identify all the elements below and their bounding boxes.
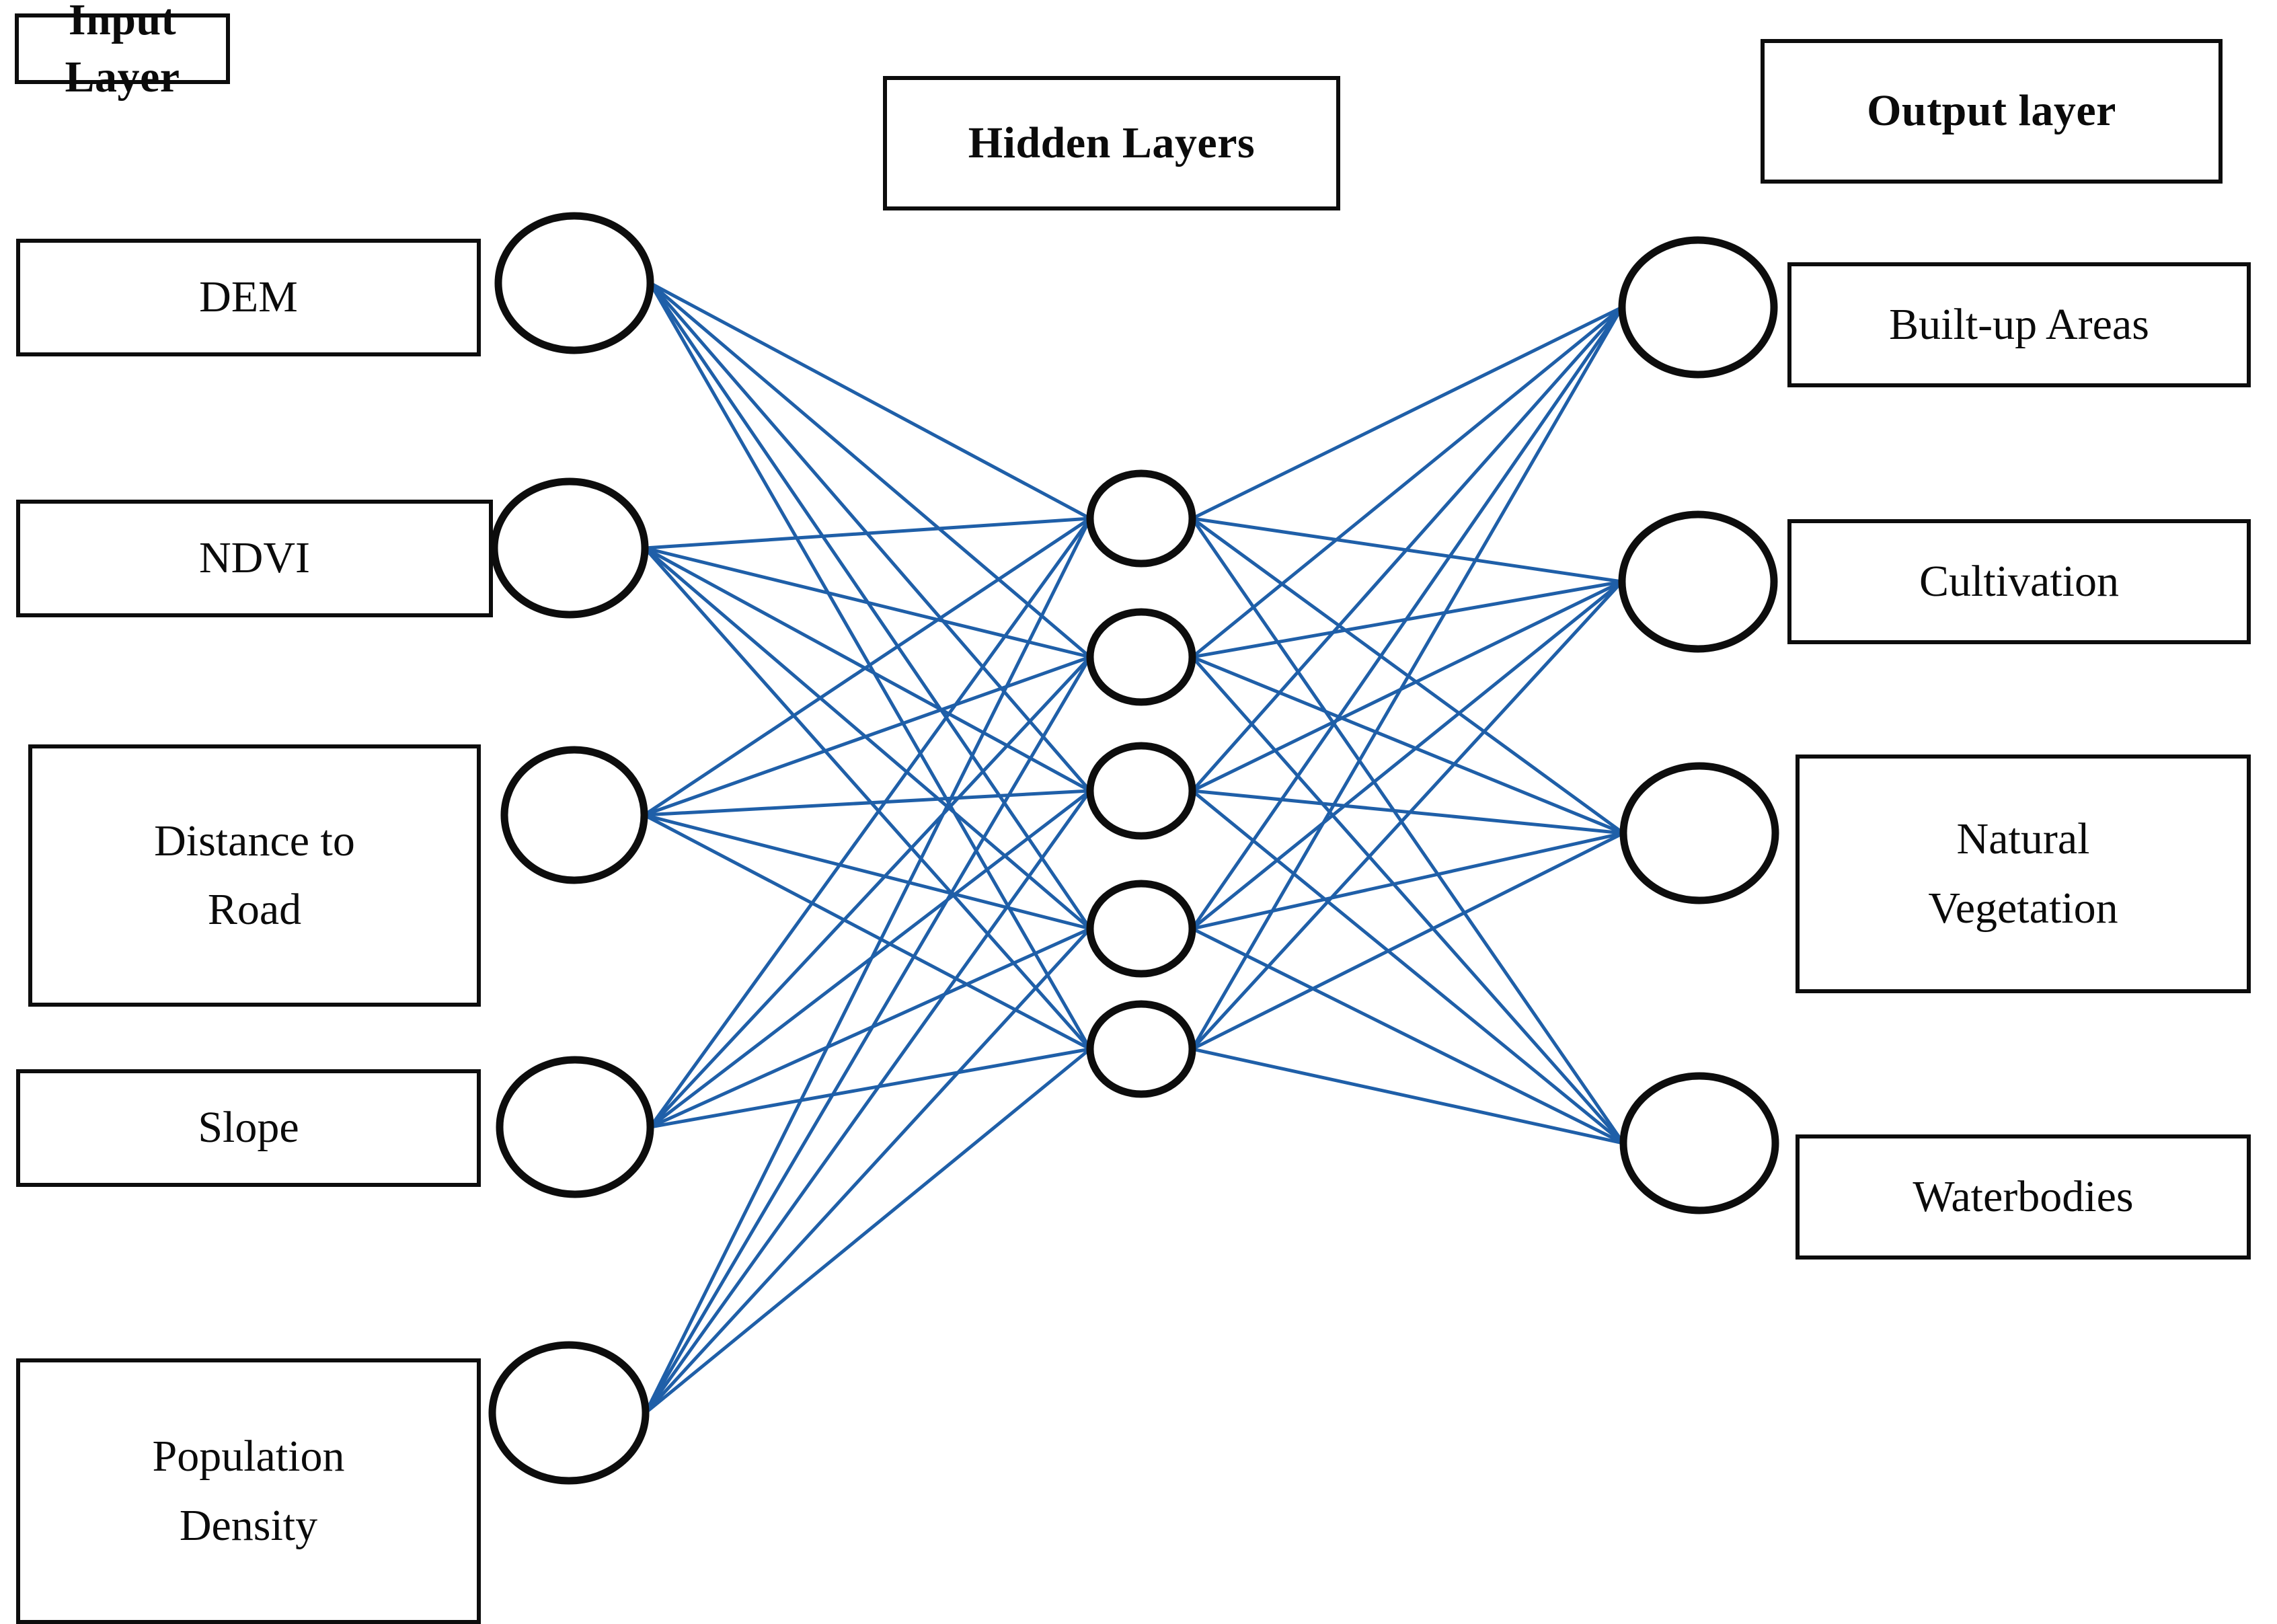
input-node-ndvi <box>490 477 649 619</box>
edge-input5-hidden2 <box>644 656 1092 1414</box>
input-label-box-dem: DEM <box>16 239 481 356</box>
edge-hidden5-output3 <box>1191 831 1625 1051</box>
edge-input3-hidden4 <box>644 813 1091 931</box>
edge-hidden4-output1 <box>1190 306 1624 930</box>
edge-input3-hidden3 <box>644 789 1091 817</box>
edge-input3-hidden2 <box>644 655 1091 817</box>
input-node-population-density <box>488 1341 650 1485</box>
edge-input1-hidden3 <box>649 282 1091 792</box>
header-output-layer: Output layer <box>1761 39 2223 184</box>
output-label-natural-vegetation-line2: Vegetation <box>1928 883 2118 933</box>
edge-input5-hidden3 <box>644 789 1092 1414</box>
input-label-ndvi: NDVI <box>199 533 310 583</box>
output-label-box-cultivation: Cultivation <box>1787 519 2251 644</box>
edge-input2-hidden4 <box>644 547 1091 930</box>
edge-hidden5-output2 <box>1191 580 1623 1050</box>
input-label-box-ndvi: NDVI <box>16 500 493 617</box>
input-label-dem: DEM <box>199 272 298 322</box>
output-label-natural-vegetation: Natural Vegetation <box>1928 805 2118 943</box>
hidden-node-5 <box>1086 1000 1196 1098</box>
edge-input2-hidden1 <box>644 516 1091 550</box>
header-hidden-layers-label: Hidden Layers <box>968 118 1256 167</box>
node-group <box>488 212 1779 1485</box>
hidden-node-3 <box>1086 742 1196 840</box>
output-label-cultivation: Cultivation <box>1919 556 2119 606</box>
edge-hidden3-output3 <box>1192 789 1624 835</box>
output-label-built-up-areas: Built-up Areas <box>1889 299 2149 349</box>
edge-group <box>643 281 1625 1414</box>
input-label-population-density-line2: Density <box>179 1500 318 1550</box>
edge-input2-hidden3 <box>644 546 1091 793</box>
edge-input4-hidden2 <box>649 656 1091 1128</box>
header-output-layer-label: Output layer <box>1867 86 2116 136</box>
hidden-node-1 <box>1086 469 1196 568</box>
header-input-layer: Input Layer <box>15 0 230 102</box>
input-label-distance-to-road: Distance to Road <box>154 807 355 945</box>
input-label-distance-to-road-line2: Road <box>207 885 302 934</box>
input-label-box-distance-to-road: Distance to Road <box>28 744 481 1007</box>
output-label-box-built-up-areas: Built-up Areas <box>1787 262 2251 387</box>
output-label-box-waterbodies: Waterbodies <box>1796 1134 2251 1260</box>
edge-hidden1-output1 <box>1191 305 1623 520</box>
input-label-box-slope: Slope <box>16 1069 481 1187</box>
edge-input5-hidden4 <box>644 927 1091 1414</box>
output-node-built-up-areas <box>1618 236 1778 379</box>
edge-hidden4-output4 <box>1191 927 1625 1145</box>
edge-input4-hidden1 <box>648 517 1092 1128</box>
edge-input2-hidden2 <box>644 546 1091 659</box>
hidden-node-4 <box>1086 880 1196 978</box>
header-input-layer-label: Input Layer <box>65 0 180 102</box>
input-node-slope <box>496 1056 654 1198</box>
edge-input1-hidden2 <box>649 282 1091 658</box>
input-node-dem <box>494 212 654 354</box>
edge-hidden2-output3 <box>1192 655 1624 835</box>
edge-hidden2-output1 <box>1191 306 1623 658</box>
edge-hidden3-output4 <box>1191 789 1625 1145</box>
edge-hidden4-output3 <box>1192 831 1624 931</box>
edge-hidden5-output1 <box>1190 306 1624 1050</box>
output-label-natural-vegetation-line1: Natural <box>1956 814 2090 864</box>
input-node-distance-to-road <box>500 746 648 884</box>
edge-input3-hidden1 <box>643 516 1091 817</box>
hidden-node-2 <box>1086 608 1196 706</box>
edge-hidden5-output4 <box>1192 1047 1624 1145</box>
output-node-natural-vegetation <box>1619 762 1779 904</box>
output-label-box-natural-vegetation: Natural Vegetation <box>1796 755 2251 993</box>
output-node-waterbodies <box>1619 1072 1779 1214</box>
edge-input2-hidden5 <box>644 547 1091 1050</box>
input-label-box-population-density: Population Density <box>16 1358 481 1624</box>
edge-input1-hidden4 <box>648 282 1092 930</box>
input-label-population-density: Population Density <box>152 1422 344 1560</box>
edge-input5-hidden5 <box>644 1048 1091 1414</box>
edge-input4-hidden5 <box>650 1047 1091 1129</box>
edge-hidden3-output1 <box>1191 306 1623 792</box>
header-hidden-layers: Hidden Layers <box>883 76 1340 210</box>
edge-hidden4-output2 <box>1191 580 1623 930</box>
edge-hidden3-output2 <box>1191 580 1623 793</box>
output-node-cultivation <box>1618 510 1778 653</box>
edge-hidden1-output4 <box>1190 517 1625 1145</box>
edge-input1-hidden1 <box>649 281 1091 520</box>
input-label-population-density-line1: Population <box>152 1432 345 1481</box>
output-label-waterbodies: Waterbodies <box>1913 1171 2134 1221</box>
input-label-slope: Slope <box>198 1103 299 1153</box>
edge-hidden2-output4 <box>1191 656 1625 1145</box>
input-label-distance-to-road-line1: Distance to <box>154 816 355 865</box>
edge-input5-hidden1 <box>644 517 1092 1414</box>
